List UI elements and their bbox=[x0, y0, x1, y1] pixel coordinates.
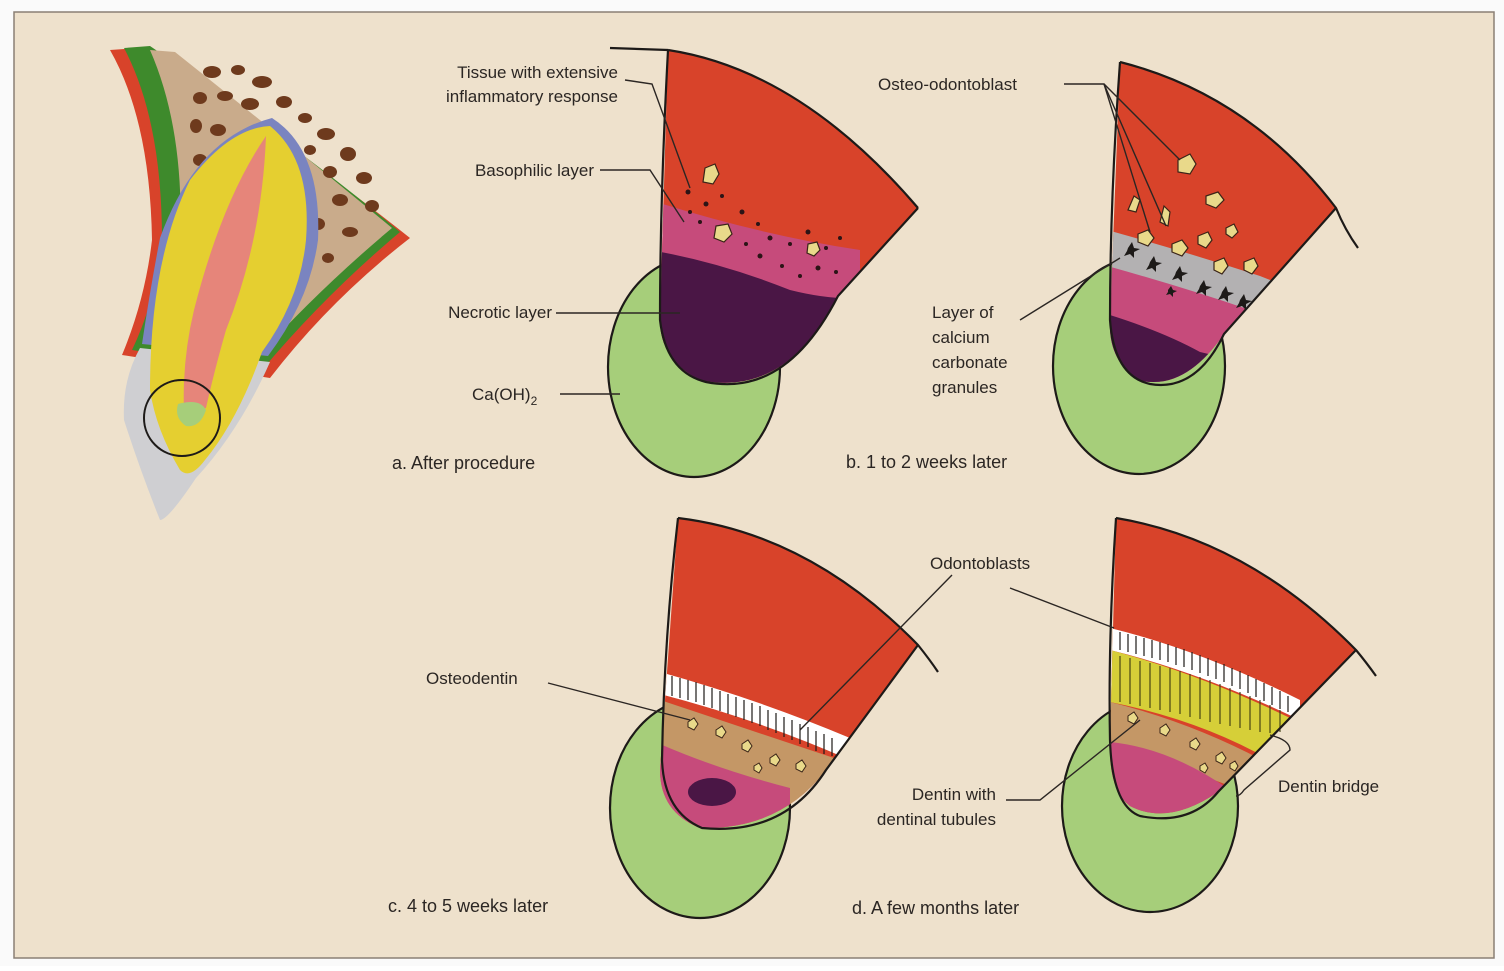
caption-d: d. A few months later bbox=[852, 898, 1019, 918]
caption-c: c. 4 to 5 weeks later bbox=[388, 896, 548, 916]
caption-b: b. 1 to 2 weeks later bbox=[846, 452, 1007, 472]
label-dentin-2: dentinal tubules bbox=[877, 810, 996, 829]
label-basophilic: Basophilic layer bbox=[475, 161, 594, 180]
label-caoh-sub: 2 bbox=[531, 394, 538, 408]
label-tissue-1: Tissue with extensive bbox=[457, 63, 618, 82]
label-tissue-2: inflammatory response bbox=[446, 87, 618, 106]
label-necrotic: Necrotic layer bbox=[448, 303, 552, 322]
label-calcium-4: granules bbox=[932, 378, 997, 397]
label-calcium-3: carbonate bbox=[932, 353, 1008, 372]
label-osteo-odontoblast: Osteo-odontoblast bbox=[878, 75, 1017, 94]
label-calcium-1: Layer of bbox=[932, 303, 994, 322]
label-calcium-2: calcium bbox=[932, 328, 990, 347]
caption-a: a. After procedure bbox=[392, 453, 535, 473]
label-odontoblasts: Odontoblasts bbox=[930, 554, 1030, 573]
label-caoh-main: Ca(OH) bbox=[472, 385, 531, 404]
label-dentin-1: Dentin with bbox=[912, 785, 996, 804]
label-dentin-bridge: Dentin bridge bbox=[1278, 777, 1379, 796]
label-osteodentin: Osteodentin bbox=[426, 669, 518, 688]
